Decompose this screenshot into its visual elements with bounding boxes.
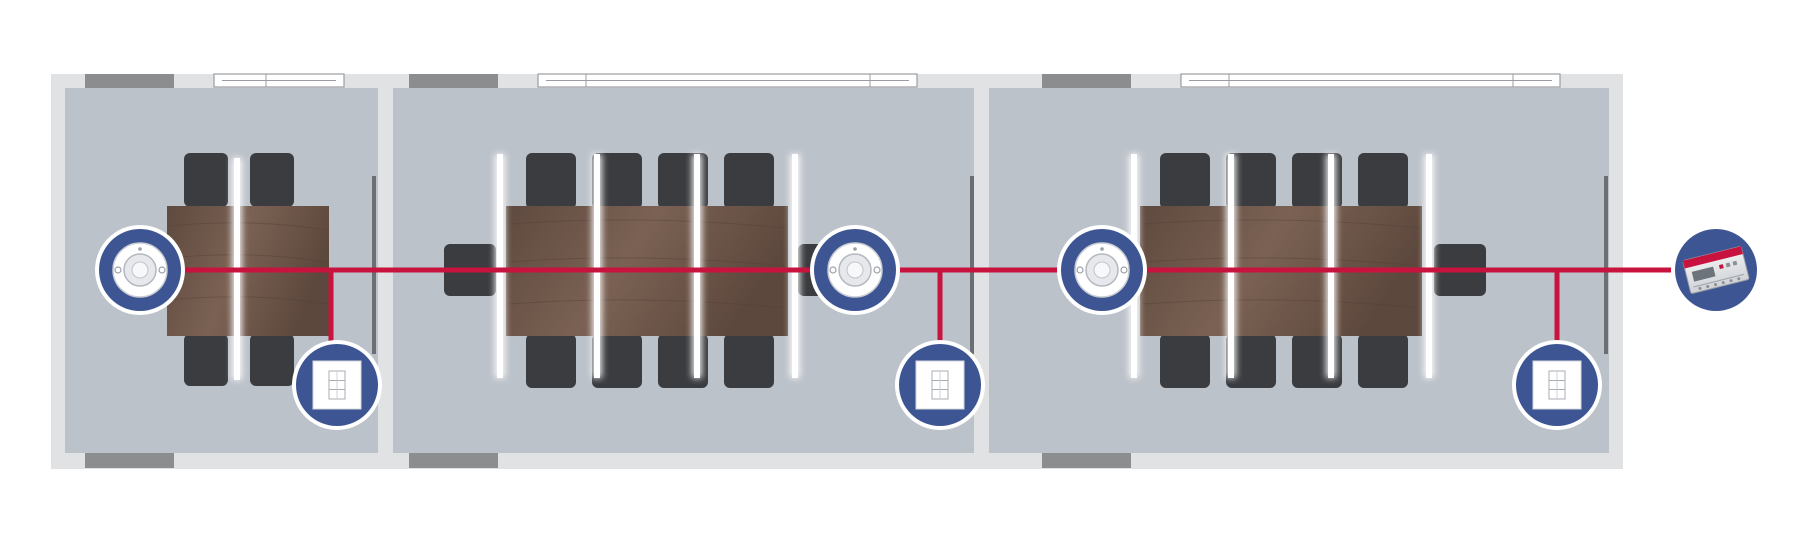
push-button-icon bbox=[1532, 360, 1582, 410]
door bbox=[1042, 453, 1131, 468]
wall-switch-device[interactable] bbox=[895, 340, 985, 430]
wall-switch-device[interactable] bbox=[292, 340, 382, 430]
motion-sensor-icon bbox=[827, 242, 883, 298]
linear-light bbox=[1326, 154, 1336, 378]
linear-light bbox=[1226, 154, 1236, 378]
wall-strip bbox=[372, 176, 376, 354]
doors bbox=[85, 74, 1131, 468]
door bbox=[409, 453, 498, 468]
chair bbox=[1226, 334, 1276, 388]
controller-device[interactable] bbox=[1671, 225, 1761, 315]
linear-light bbox=[592, 154, 602, 378]
door bbox=[1042, 74, 1131, 88]
chair bbox=[724, 334, 774, 388]
chair bbox=[1160, 153, 1210, 209]
wall-strip bbox=[1604, 176, 1608, 354]
door bbox=[85, 74, 174, 88]
door bbox=[409, 74, 498, 88]
window bbox=[213, 73, 345, 88]
presence-detector-device[interactable] bbox=[95, 225, 185, 315]
motion-sensor-icon bbox=[1074, 242, 1130, 298]
chair bbox=[184, 153, 228, 207]
wall-strip bbox=[970, 176, 974, 354]
presence-detector-device[interactable] bbox=[810, 225, 900, 315]
windows bbox=[213, 73, 1561, 88]
linear-light bbox=[1424, 154, 1434, 378]
window bbox=[1180, 73, 1561, 88]
door bbox=[85, 453, 174, 468]
chair bbox=[184, 334, 228, 386]
linear-light bbox=[790, 154, 800, 378]
linear-light bbox=[495, 154, 505, 378]
chair bbox=[1358, 153, 1408, 209]
wood-grain bbox=[169, 219, 1420, 309]
chair bbox=[1358, 334, 1408, 388]
linear-light bbox=[692, 154, 702, 378]
chair bbox=[250, 334, 294, 386]
chair bbox=[724, 153, 774, 209]
chair bbox=[1226, 153, 1276, 209]
chair bbox=[526, 334, 576, 388]
push-button-icon bbox=[915, 360, 965, 410]
wall-switch-device[interactable] bbox=[1512, 340, 1602, 430]
window bbox=[537, 73, 918, 88]
push-button-icon bbox=[312, 360, 362, 410]
chair bbox=[592, 334, 642, 388]
chair bbox=[526, 153, 576, 209]
chair bbox=[592, 153, 642, 209]
presence-detector-device[interactable] bbox=[1057, 225, 1147, 315]
chair bbox=[1160, 334, 1210, 388]
din-rail-controller-icon bbox=[1682, 246, 1750, 294]
motion-sensor-icon bbox=[112, 242, 168, 298]
chair bbox=[250, 153, 294, 207]
